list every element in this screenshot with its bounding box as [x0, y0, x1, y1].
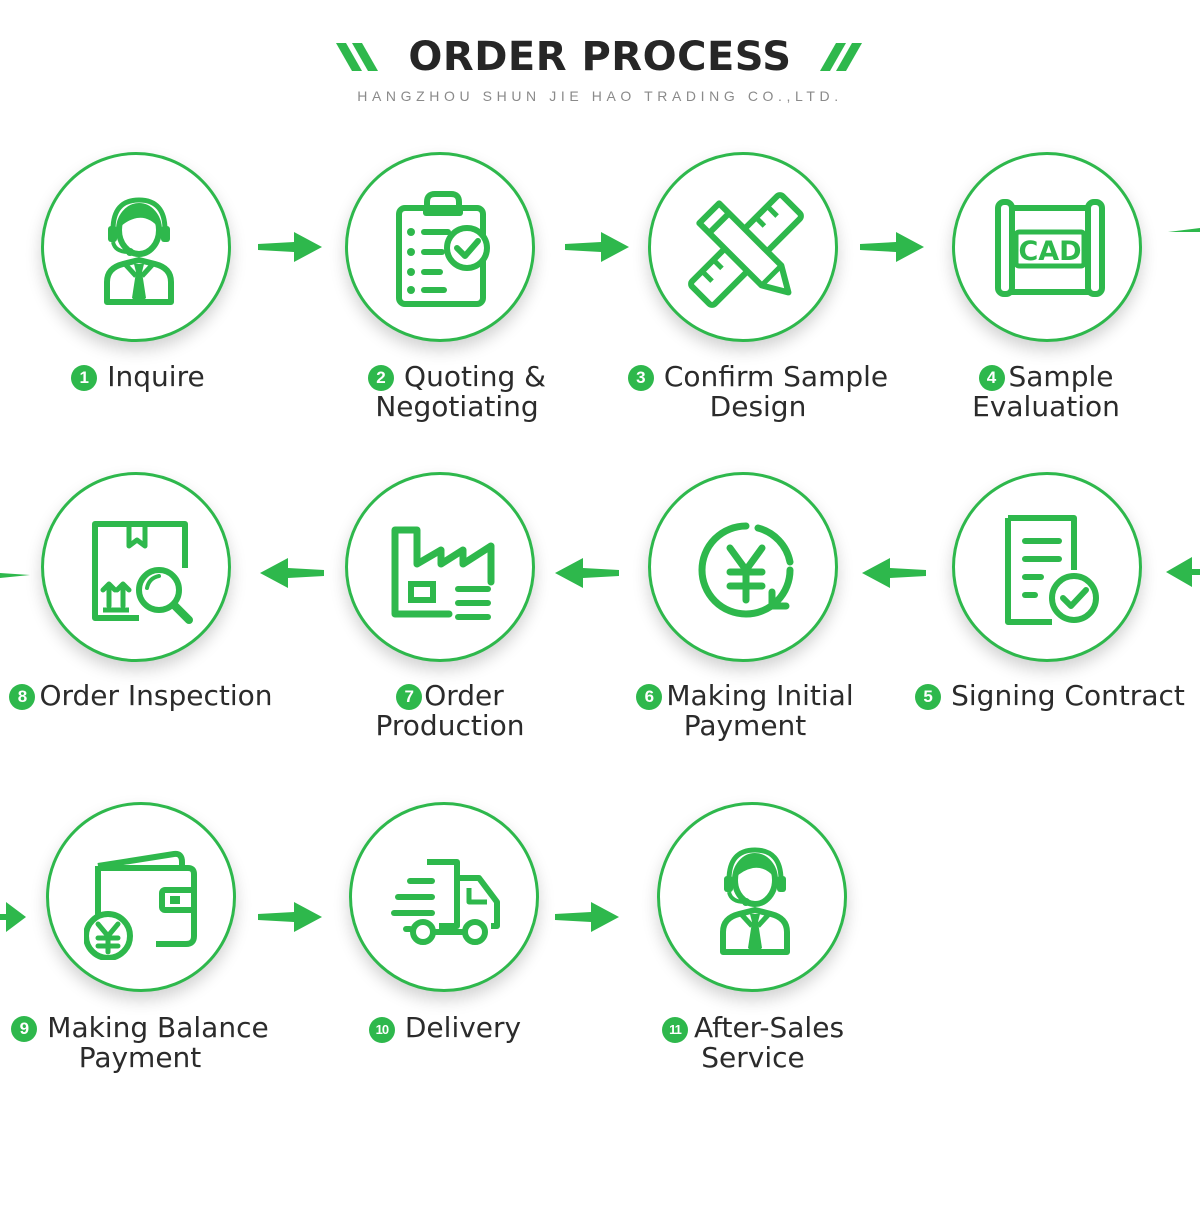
step-number-badge: 9 — [11, 1016, 38, 1042]
step-circle — [648, 152, 838, 342]
step-label-line2: Payment — [683, 709, 807, 742]
arrow-right-icon — [860, 232, 924, 262]
step-number-badge: 3 — [627, 365, 654, 391]
step-circle — [657, 802, 847, 992]
step-label: 1 Inquire — [38, 362, 238, 392]
step-label-line1: Signing Contract — [951, 679, 1185, 712]
arrow-right-icon — [565, 232, 629, 262]
customer-service-icon — [104, 197, 174, 305]
step-circle — [952, 472, 1142, 662]
step-label: 5 Signing Contract — [915, 681, 1185, 711]
factory-icon — [391, 526, 495, 620]
step-label-line2: Payment — [78, 1041, 202, 1074]
step-circle — [46, 802, 236, 992]
ruler-pencil-icon — [688, 192, 804, 308]
step-circle — [345, 472, 535, 662]
step-number-badge: 11 — [661, 1017, 688, 1043]
contract-check-icon — [1005, 515, 1099, 625]
step-label: 3 Confirm Sample Design — [613, 362, 903, 422]
arrow-left-icon — [260, 558, 324, 588]
step-label-line2: Service — [701, 1041, 805, 1074]
box-inspection-icon — [92, 521, 193, 624]
step-label-line2: Negotiating — [375, 390, 539, 423]
arrow-right-icon — [555, 902, 619, 932]
step-label-line1: Order — [424, 679, 504, 712]
step-label-line1: Delivery — [404, 1011, 522, 1044]
step-label-line1: Order Inspection — [39, 679, 273, 712]
step-number-badge: 4 — [978, 365, 1005, 391]
step-label-line2: Production — [375, 709, 525, 742]
delivery-truck-icon — [391, 859, 500, 945]
cad-blueprint-icon: CAD — [995, 199, 1105, 297]
step-label-line1: Inquire — [107, 360, 205, 393]
arrow-right-icon — [258, 902, 322, 932]
company-subtitle: HANGZHOU SHUN JIE HAO TRADING CO.,LTD. — [357, 88, 843, 104]
step-label-line1: Quoting & — [404, 360, 546, 393]
page-title: ORDER PROCESS — [408, 34, 792, 80]
step-number-badge: 5 — [915, 684, 942, 710]
arrow-right-icon — [258, 232, 322, 262]
step-circle — [345, 152, 535, 342]
right-slashes-icon — [820, 43, 863, 71]
step-label-line1: Making Initial — [666, 679, 854, 712]
step-label-line1: After-Sales — [693, 1011, 845, 1044]
customer-service-icon — [720, 847, 790, 955]
step-circle: CAD — [952, 152, 1142, 342]
step-label-line1: Confirm Sample — [663, 360, 889, 393]
title-row: ORDER PROCESS — [0, 34, 1200, 80]
wallet-yuan-icon — [84, 850, 197, 960]
svg-text:CAD: CAD — [1018, 236, 1081, 267]
step-circle — [648, 472, 838, 662]
connector-line-right — [1168, 228, 1200, 232]
step-label: 10 Delivery — [345, 1013, 545, 1043]
step-circle — [41, 152, 231, 342]
step-circle — [41, 472, 231, 662]
step-label-line1: Making Balance — [47, 1011, 269, 1044]
step-circle — [349, 802, 539, 992]
arrow-left-icon — [555, 558, 619, 588]
step-label-line2: Evaluation — [972, 390, 1120, 423]
yuan-refresh-icon — [698, 522, 794, 618]
arrow-right-icon — [0, 902, 26, 932]
step-label-line1: Sample — [1008, 360, 1114, 393]
header: ORDER PROCESS HANGZHOU SHUN JIE HAO TRAD… — [0, 0, 1200, 120]
arrow-left-icon — [862, 558, 926, 588]
step-number-badge: 1 — [71, 365, 98, 391]
step-label: 9 Making Balance Payment — [5, 1013, 275, 1073]
step-number-badge: 7 — [396, 684, 423, 710]
left-slashes-icon — [335, 43, 378, 71]
arrow-left-icon — [1166, 557, 1200, 587]
clipboard-check-icon — [396, 191, 490, 307]
connector-line-left — [0, 573, 30, 578]
step-number-badge: 10 — [368, 1017, 395, 1043]
step-number-badge: 8 — [9, 684, 36, 710]
step-label: 2 Quoting & Negotiating — [337, 362, 577, 422]
step-label-line2: Design — [709, 390, 807, 423]
step-number-badge: 2 — [368, 365, 395, 391]
step-number-badge: 6 — [636, 684, 663, 710]
